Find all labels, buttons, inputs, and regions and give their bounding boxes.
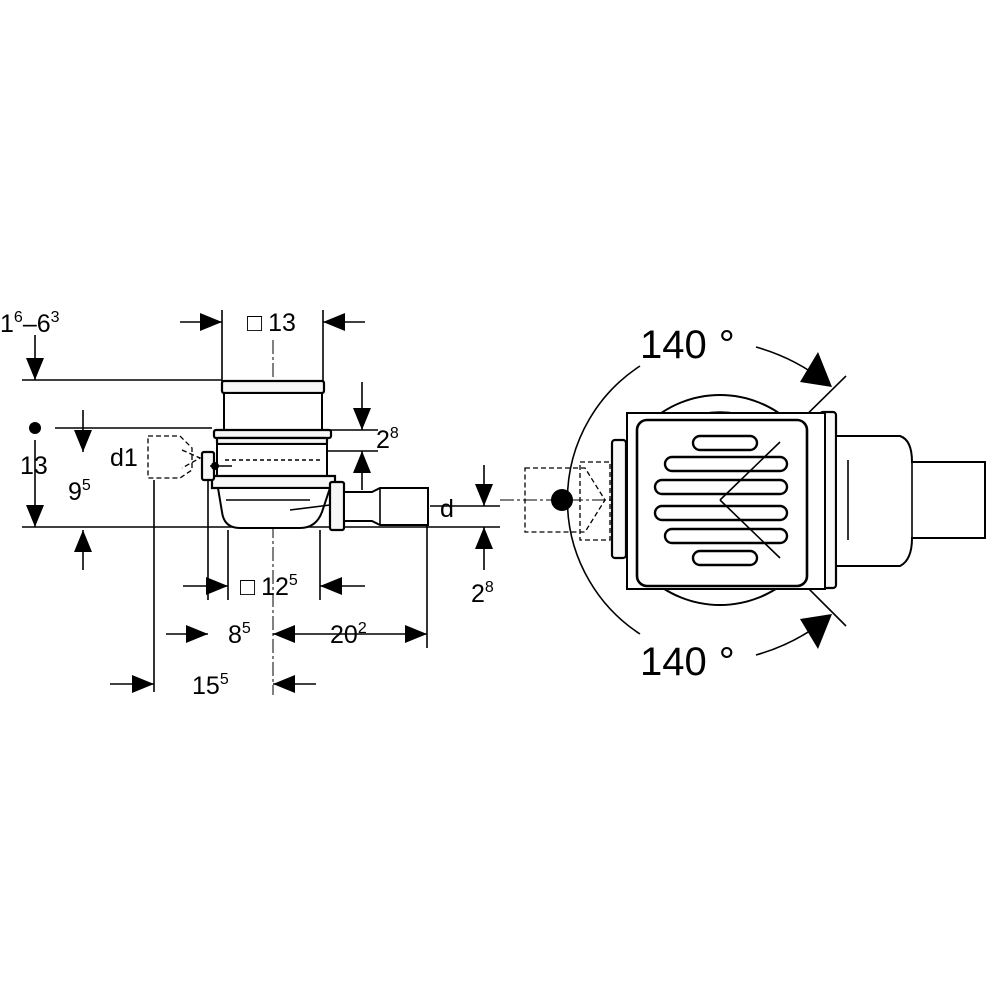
label-d: d <box>440 495 454 523</box>
reference-point-icon <box>29 422 41 434</box>
dim-total-left: 155 <box>192 671 229 700</box>
drain-body <box>216 443 328 477</box>
outlet-clamp <box>328 480 346 532</box>
top-view: 140° 140° <box>500 323 986 684</box>
top-outlet-pipe <box>835 435 986 567</box>
top-side-inlet-dashed <box>524 467 606 533</box>
label-d1: d1 <box>110 444 138 472</box>
grate-slot <box>663 455 789 473</box>
dim-outlet-length: 202 <box>330 620 367 649</box>
top-collar <box>220 379 326 395</box>
rotation-arrow-top-icon <box>800 352 832 387</box>
angle-top-label: 140° <box>640 323 735 367</box>
left-clamp <box>610 438 628 560</box>
dim-top-square: □13 <box>247 309 296 337</box>
dim-flange-thickness: 28 <box>376 425 399 454</box>
grate-slot <box>653 478 789 496</box>
grate-slot <box>691 434 759 452</box>
pivot-point-icon <box>551 489 573 511</box>
dim-height-outlet: 95 <box>68 477 91 506</box>
bowl-rim <box>210 474 337 490</box>
rotation-arrow-bottom-icon <box>800 614 832 649</box>
grate-slot <box>691 549 759 567</box>
side-view: 16–63 □13 28 13 95 d1 d 28 □125 85 202 1… <box>0 309 500 700</box>
grate-slot <box>653 504 789 522</box>
grate-slot <box>663 527 789 545</box>
dim-height-total: 13 <box>20 452 48 480</box>
dim-bottom-square: □125 <box>240 572 298 601</box>
dim-left-offset: 85 <box>228 620 251 649</box>
side-inlet-dashed <box>147 435 193 479</box>
grate <box>635 418 809 588</box>
outlet-pipe <box>343 487 429 526</box>
flange <box>212 428 333 440</box>
bowl <box>216 487 332 529</box>
extension-sleeve <box>223 392 323 432</box>
dim-outlet-offset: 28 <box>471 579 494 608</box>
dim-adjust-range: 16–63 <box>0 309 60 338</box>
angle-bottom-label: 140° <box>640 640 735 684</box>
